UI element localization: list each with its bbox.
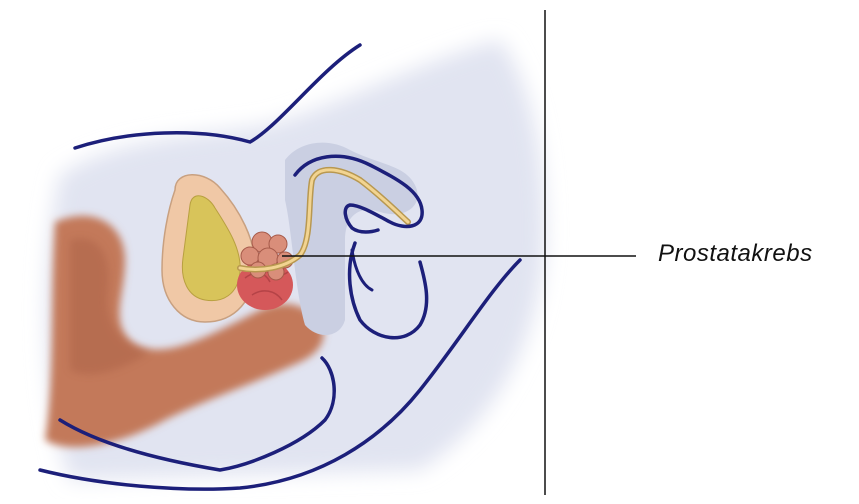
prostate-cancer-label: Prostatakrebs <box>658 240 813 268</box>
